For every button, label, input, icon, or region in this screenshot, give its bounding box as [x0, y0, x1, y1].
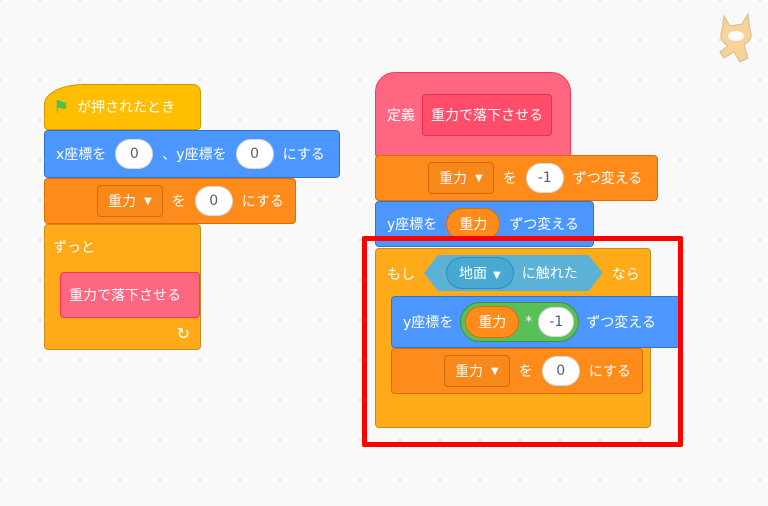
- hat-label: が押されたとき: [77, 100, 176, 116]
- variable-name: 重力: [455, 364, 483, 380]
- change-suffix: ずつ変える: [572, 171, 643, 187]
- loop-arrow-icon: ↻: [176, 324, 190, 343]
- multiplier-input[interactable]: -1: [538, 307, 575, 337]
- inner-change-y-block[interactable]: y座標を 重力 * -1 ずつ変える: [391, 296, 681, 348]
- goto-y-label: 、y座標を: [162, 147, 227, 163]
- sensing-label: に触れた: [521, 266, 578, 282]
- define-block[interactable]: 定義 重力で落下させる: [375, 72, 571, 158]
- x-input[interactable]: 0: [115, 139, 154, 169]
- variable-dropdown[interactable]: 重力 ▼: [444, 355, 510, 387]
- when-flag-clicked-block[interactable]: ⚑ が押されたとき: [44, 84, 201, 130]
- multiply-sign: *: [525, 314, 533, 330]
- goto-xy-block[interactable]: x座標を 0 、y座標を 0 にする: [44, 130, 340, 178]
- chevron-down-icon: ▼: [144, 195, 152, 207]
- highlight-box: [362, 236, 683, 447]
- define-prototype[interactable]: 重力で落下させる: [422, 94, 552, 136]
- change-y-suffix: ずつ変える: [509, 217, 579, 233]
- goto-suffix: にする: [282, 147, 325, 163]
- inner-set-variable-block[interactable]: 重力 ▼ を 0 にする: [391, 348, 643, 394]
- multiply-operator[interactable]: 重力 * -1: [460, 302, 580, 342]
- inner-set-value-input[interactable]: 0: [541, 356, 580, 386]
- variable-dropdown[interactable]: 重力 ▼: [428, 162, 494, 194]
- if-label: もし: [387, 267, 415, 283]
- touching-condition[interactable]: 地面 ▼ に触れた: [424, 255, 603, 291]
- variable-name: 重力: [439, 171, 467, 187]
- inner-set-suffix: にする: [588, 364, 631, 380]
- set-value-input[interactable]: 0: [194, 186, 233, 216]
- variable-name: 重力: [108, 194, 136, 210]
- set-mid-label: を: [171, 194, 186, 210]
- green-flag-icon: ⚑: [53, 96, 70, 118]
- set-suffix: にする: [241, 194, 284, 210]
- inner-set-mid: を: [518, 364, 533, 380]
- sensing-target: 地面: [459, 266, 487, 282]
- chevron-down-icon: ▼: [475, 172, 483, 184]
- call-label: 重力で落下させる: [69, 288, 181, 304]
- y-input[interactable]: 0: [235, 139, 274, 169]
- scratch-cat-icon: [714, 12, 758, 66]
- change-value-input[interactable]: -1: [525, 163, 564, 193]
- chevron-down-icon: ▼: [493, 270, 501, 281]
- forever-label: ずっと: [53, 240, 95, 256]
- goto-x-label: x座標を: [56, 147, 107, 163]
- change-y-label: y座標を: [387, 217, 438, 233]
- inner-change-y-suffix: ずつ変える: [586, 315, 656, 331]
- then-label: なら: [611, 267, 640, 283]
- sprite-dropdown[interactable]: 地面 ▼: [446, 257, 514, 289]
- set-variable-block[interactable]: 重力 ▼ を 0 にする: [44, 178, 296, 224]
- change-variable-block[interactable]: 重力 ▼ を -1 ずつ変える: [375, 155, 658, 201]
- define-label: 定義: [387, 108, 415, 124]
- chevron-down-icon: ▼: [491, 365, 499, 377]
- call-gravity-fall-block[interactable]: 重力で落下させる: [60, 272, 200, 318]
- gravity-reporter[interactable]: 重力: [465, 306, 520, 338]
- variable-dropdown[interactable]: 重力 ▼: [97, 185, 163, 217]
- change-mid-label: を: [502, 171, 517, 187]
- inner-change-y-label: y座標を: [403, 315, 454, 331]
